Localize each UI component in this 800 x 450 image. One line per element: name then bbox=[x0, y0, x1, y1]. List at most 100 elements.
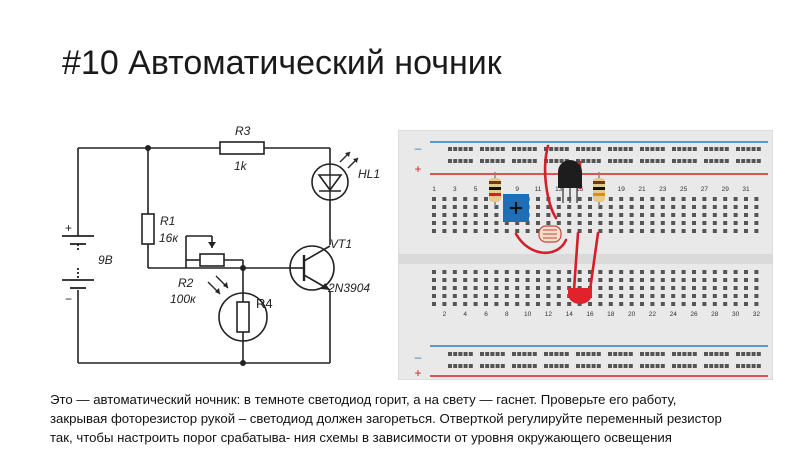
breadboard-hole bbox=[754, 302, 759, 306]
breadboard-hole bbox=[608, 229, 613, 233]
breadboard-hole bbox=[724, 364, 729, 368]
breadboard-hole bbox=[640, 302, 644, 306]
column-number: 28 bbox=[711, 311, 719, 318]
breadboard-hole bbox=[517, 159, 522, 163]
breadboard-hole bbox=[463, 286, 468, 290]
breadboard-hole bbox=[650, 302, 655, 306]
breadboard-hole bbox=[512, 159, 516, 163]
breadboard-hole bbox=[532, 364, 537, 368]
breadboard-hole bbox=[629, 205, 634, 209]
breadboard-hole bbox=[702, 302, 707, 306]
breadboard-hole bbox=[586, 352, 591, 356]
breadboard-hole bbox=[629, 302, 634, 306]
breadboard-hole bbox=[692, 159, 697, 163]
breadboard-hole bbox=[723, 213, 728, 217]
breadboard-hole bbox=[714, 364, 719, 368]
column-number: 29 bbox=[722, 186, 730, 193]
breadboard-hole bbox=[536, 197, 540, 201]
breadboard-hole bbox=[719, 147, 724, 151]
breadboard-hole bbox=[581, 364, 586, 368]
breadboard-hole bbox=[655, 364, 660, 368]
transistor-icon bbox=[289, 245, 335, 291]
breadboard-hole bbox=[692, 229, 696, 233]
breadboard-hole bbox=[613, 147, 618, 151]
breadboard-hole bbox=[629, 213, 634, 217]
breadboard-hole bbox=[517, 352, 522, 356]
column-number: 12 bbox=[545, 311, 553, 318]
breadboard-hole bbox=[484, 221, 488, 225]
column-number: 19 bbox=[618, 186, 626, 193]
circuit-schematic: R3 1k HL1 R1 16к VT1 9В R2 100к 2N3904 R… bbox=[62, 124, 380, 366]
breadboard-hole bbox=[581, 147, 586, 151]
breadboard-hole bbox=[432, 213, 436, 217]
breadboard-hole bbox=[494, 286, 499, 290]
breadboard-hole bbox=[640, 213, 644, 217]
breadboard-hole bbox=[522, 147, 527, 151]
breadboard-hole bbox=[733, 213, 738, 217]
breadboard-hole bbox=[677, 147, 682, 151]
r1-label: R1 bbox=[160, 214, 175, 228]
breadboard-hole bbox=[598, 278, 603, 282]
breadboard-hole bbox=[567, 197, 572, 201]
photoresistor-component bbox=[538, 225, 562, 243]
breadboard-hole bbox=[554, 147, 559, 151]
breadboard-hole bbox=[432, 229, 436, 233]
breadboard-hole bbox=[608, 197, 613, 201]
breadboard-hole bbox=[485, 352, 490, 356]
breadboard-hole bbox=[556, 302, 561, 306]
breadboard-hole bbox=[504, 229, 509, 233]
breadboard-hole bbox=[692, 364, 697, 368]
breadboard-hole bbox=[525, 278, 530, 282]
breadboard-hole bbox=[733, 294, 738, 298]
breadboard-hole bbox=[527, 352, 532, 356]
breadboard-hole bbox=[442, 229, 447, 233]
breadboard-hole bbox=[559, 147, 564, 151]
breadboard-hole bbox=[681, 229, 686, 233]
breadboard-hole bbox=[453, 364, 458, 368]
breadboard-hole bbox=[463, 205, 468, 209]
breadboard-hole bbox=[515, 229, 520, 233]
breadboard-hole bbox=[736, 364, 740, 368]
breadboard-hole bbox=[512, 364, 516, 368]
breadboard-hole bbox=[702, 270, 707, 274]
column-number: 26 bbox=[690, 311, 698, 318]
column-number: 25 bbox=[680, 186, 688, 193]
breadboard-hole bbox=[702, 286, 707, 290]
breadboard-hole bbox=[733, 302, 738, 306]
breadboard-hole bbox=[650, 205, 655, 209]
breadboard-hole bbox=[532, 352, 537, 356]
breadboard-hole bbox=[577, 213, 582, 217]
breadboard-hole bbox=[692, 270, 696, 274]
breadboard-hole bbox=[681, 286, 686, 290]
breadboard-hole bbox=[712, 229, 717, 233]
breadboard-hole bbox=[473, 213, 478, 217]
breadboard-hole bbox=[671, 205, 676, 209]
resistor-left bbox=[489, 172, 501, 206]
breadboard-hole bbox=[744, 294, 748, 298]
breadboard-hole bbox=[660, 147, 665, 151]
breadboard-hole bbox=[556, 213, 561, 217]
breadboard-hole bbox=[650, 159, 655, 163]
breadboard-hole bbox=[608, 147, 612, 151]
breadboard-hole bbox=[645, 352, 650, 356]
breadboard-hole bbox=[756, 352, 761, 356]
breadboard-hole bbox=[442, 302, 447, 306]
breadboard-hole bbox=[515, 294, 520, 298]
breadboard-hole bbox=[532, 159, 537, 163]
page-title: #10 Автоматический ночник bbox=[62, 44, 502, 82]
breadboard-hole bbox=[608, 294, 613, 298]
breadboard-hole bbox=[640, 229, 644, 233]
breadboard-hole bbox=[559, 352, 564, 356]
breadboard-hole bbox=[687, 147, 692, 151]
breadboard-hole bbox=[751, 159, 756, 163]
column-number: 5 bbox=[474, 186, 478, 193]
breadboard-hole bbox=[458, 352, 463, 356]
breadboard-hole bbox=[704, 159, 708, 163]
breadboard-hole bbox=[442, 197, 447, 201]
breadboard-hole bbox=[650, 364, 655, 368]
breadboard-hole bbox=[480, 364, 484, 368]
breadboard-hole bbox=[724, 147, 729, 151]
breadboard-hole bbox=[494, 278, 499, 282]
breadboard-hole bbox=[692, 221, 696, 225]
breadboard-hole bbox=[517, 364, 522, 368]
